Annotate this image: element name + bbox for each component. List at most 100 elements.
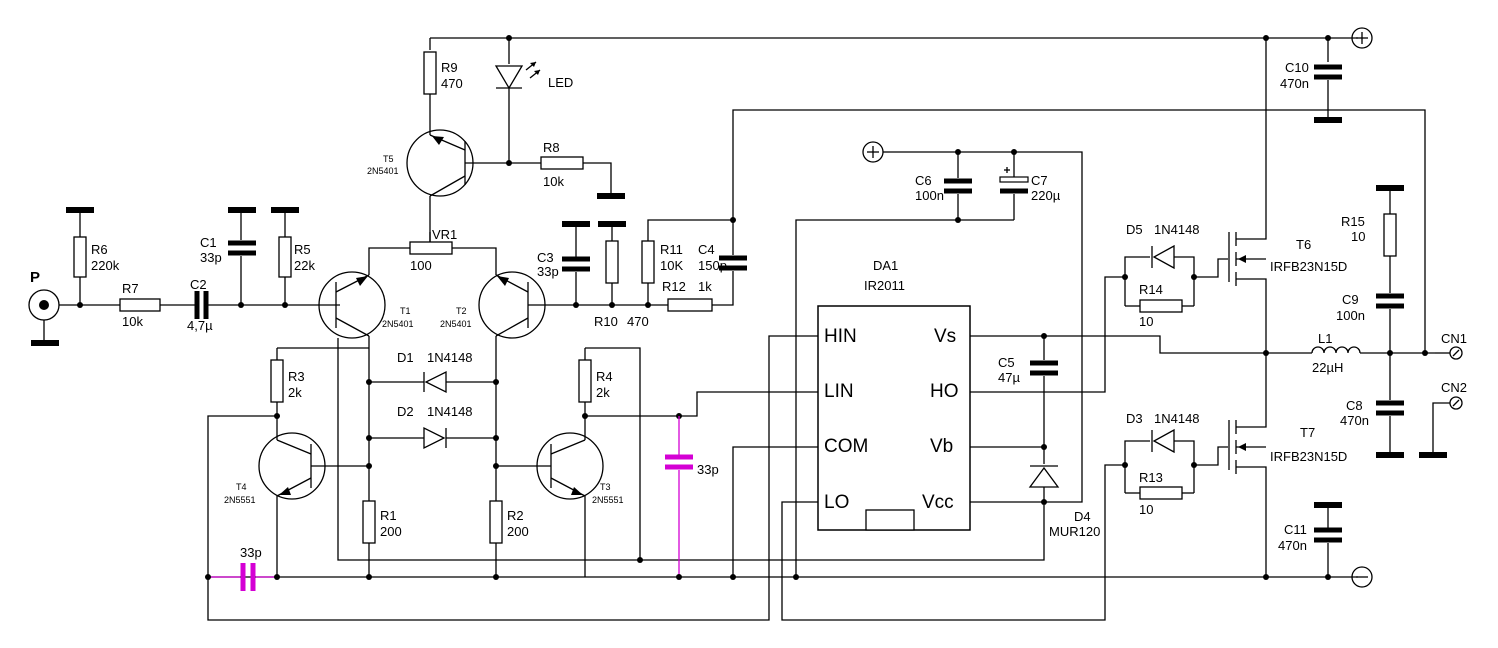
- input-jack[interactable]: [28, 289, 122, 346]
- d4-label: D4: [1074, 509, 1091, 524]
- magenta-cap-1-value: 33p: [240, 545, 262, 560]
- c4-value: 150p: [698, 258, 727, 273]
- feedback-line: [732, 109, 1426, 353]
- d4-value: MUR120: [1049, 524, 1100, 539]
- c10-label: C10: [1285, 60, 1309, 75]
- capacitor-c5: [1030, 336, 1058, 447]
- resistor-r15: [1376, 185, 1404, 293]
- t3-label: T3: [600, 482, 611, 492]
- local-plus-terminal: [862, 141, 1017, 163]
- magenta-cap-2-value: 33p: [697, 462, 719, 477]
- r1-value: 200: [380, 524, 402, 539]
- inductor-l1: [1266, 346, 1435, 356]
- magenta-capacitor-2: [665, 416, 693, 580]
- transistor-t4: [258, 432, 372, 577]
- pin-ho: HO: [930, 381, 959, 402]
- connector-cn2[interactable]: [1419, 396, 1463, 458]
- c7-label: C7: [1031, 173, 1048, 188]
- led: [494, 35, 541, 166]
- capacitor-c8: [1376, 400, 1404, 458]
- r3-label: R3: [288, 369, 305, 384]
- t4-value: 2N5551: [224, 495, 256, 505]
- d1-value: 1N4148: [427, 350, 473, 365]
- r13-label: R13: [1139, 470, 1163, 485]
- r10-value: 470: [627, 314, 649, 329]
- c1-label: C1: [200, 235, 217, 250]
- mosfet-t6: [1228, 232, 1269, 420]
- capacitor-c4: [712, 220, 747, 306]
- capacitor-c6: [944, 152, 972, 223]
- r12-value: 1k: [698, 279, 712, 294]
- connector-cn1[interactable]: [1435, 346, 1463, 360]
- r8-value: 10k: [543, 174, 564, 189]
- r6-value: 220k: [91, 258, 120, 273]
- c7-value: 220µ: [1031, 188, 1061, 203]
- transistor-t5: [406, 129, 509, 248]
- diode-d2: [366, 426, 499, 450]
- resistor-r2: [489, 500, 503, 580]
- mosfet-t7: [1228, 420, 1269, 580]
- pin-hin: HIN: [824, 326, 857, 347]
- c8-label: C8: [1346, 398, 1363, 413]
- pin-vb: Vb: [930, 436, 953, 457]
- plus-terminal[interactable]: [1351, 27, 1373, 49]
- r11-value: 10K: [660, 258, 683, 273]
- r5-value: 22k: [294, 258, 315, 273]
- pin-vcc: Vcc: [922, 492, 954, 513]
- r7-label: R7: [122, 281, 139, 296]
- diode-d4: [1028, 447, 1060, 502]
- diode-d1: [366, 370, 499, 394]
- c2-label: C2: [190, 277, 207, 292]
- t7-value: IRFB23N15D: [1270, 449, 1347, 464]
- r12-label: R12: [662, 279, 686, 294]
- r4-value: 2k: [596, 385, 610, 400]
- r1-label: R1: [380, 508, 397, 523]
- minus-terminal[interactable]: [1351, 566, 1373, 588]
- c9-value: 100n: [1336, 308, 1365, 323]
- r15-label: R15: [1341, 214, 1365, 229]
- resistor-r7: [119, 298, 197, 312]
- capacitor-c7: [999, 152, 1029, 220]
- led-label: LED: [548, 75, 573, 90]
- capacitor-c10: [1263, 35, 1342, 123]
- c8-value: 470n: [1340, 413, 1369, 428]
- capacitor-c3: [562, 221, 590, 308]
- d5-value: 1N4148: [1154, 222, 1200, 237]
- vr1-label: VR1: [432, 227, 457, 242]
- l1-label: L1: [1318, 331, 1332, 346]
- t6-label: T6: [1296, 237, 1311, 252]
- r10-label: R10: [594, 314, 618, 329]
- t4-label: T4: [236, 482, 247, 492]
- t5-value: 2N5401: [367, 166, 399, 176]
- pin-lo: LO: [824, 492, 849, 513]
- transistor-t2: [478, 271, 610, 577]
- cross-line: [337, 338, 1045, 563]
- l1-value: 22µH: [1312, 360, 1343, 375]
- t3-value: 2N5551: [592, 495, 624, 505]
- t2-label: T2: [456, 306, 467, 316]
- c3-label: C3: [537, 250, 554, 265]
- magenta-capacitor-1: [205, 563, 280, 591]
- c6-value: 100n: [915, 188, 944, 203]
- t7-label: T7: [1300, 425, 1315, 440]
- r14-label: R14: [1139, 282, 1163, 297]
- resistor-r6: [66, 207, 94, 308]
- pin-com: COM: [824, 436, 868, 457]
- cn1-label: CN1: [1441, 331, 1467, 346]
- resistor-r13: [1125, 446, 1228, 500]
- resistor-r12: [667, 298, 713, 312]
- c5-value: 47µ: [998, 370, 1020, 385]
- r11-label: R11: [660, 242, 683, 257]
- vr1-value: 100: [410, 258, 432, 273]
- transistor-t3: [493, 432, 604, 577]
- r9-value: 470: [441, 76, 463, 91]
- c6-label: C6: [915, 173, 932, 188]
- r13-value: 10: [1139, 502, 1153, 517]
- ic-da1: [817, 305, 971, 531]
- r14-value: 10: [1139, 314, 1153, 329]
- c2-value: 4,7µ: [187, 318, 213, 333]
- capacitor-c1: [228, 207, 256, 305]
- resistor-r5: [271, 207, 299, 305]
- d3-value: 1N4148: [1154, 411, 1200, 426]
